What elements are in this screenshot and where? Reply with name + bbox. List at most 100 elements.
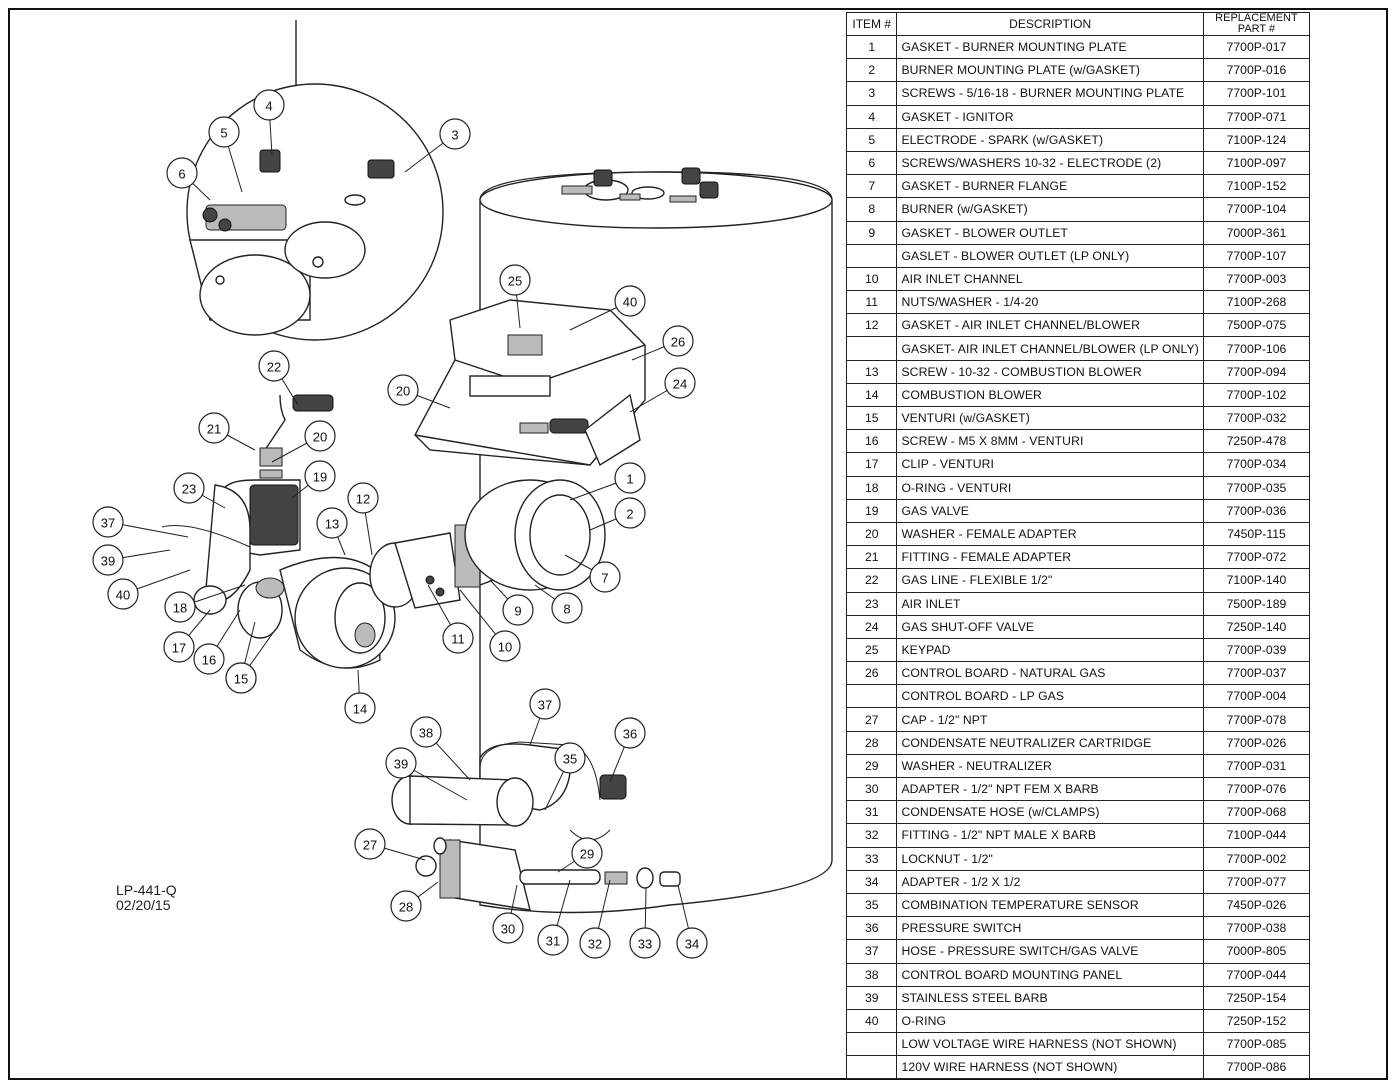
callout-bubble (208, 116, 240, 148)
cell-item: 19 (845, 498, 898, 523)
callout-23: 23 (173, 472, 226, 509)
table-row: LOW VOLTAGE WIRE HARNESS (NOT SHOWN)7700… (845, 1032, 1311, 1057)
callout-number: 24 (673, 377, 687, 392)
callout-number: 39 (101, 554, 115, 569)
callout-number: 14 (353, 702, 367, 717)
callout-4: 4 (253, 89, 285, 156)
blower-burner-assembly (237, 479, 606, 669)
callout-22: 22 (258, 350, 299, 406)
cell-part-number: 7700P-004 (1202, 684, 1311, 709)
cell-item: 20 (845, 521, 898, 547)
callout-bubble (173, 472, 205, 504)
cell-part-number: 7100P-124 (1202, 127, 1311, 152)
cell-part-number: 7450P-115 (1202, 521, 1311, 547)
callout-number: 20 (396, 384, 410, 399)
callout-bubble (629, 927, 661, 959)
cell-item: 7 (845, 174, 898, 199)
cell-description: SCREWS/WASHERS 10-32 - ELECTRODE (2) (896, 150, 1204, 176)
callout-number: 6 (178, 167, 185, 182)
callout-8: 8 (534, 584, 583, 624)
cell-item: 6 (845, 150, 898, 176)
callout-19: 19 (291, 460, 336, 499)
cell-description: O-RING (896, 1008, 1204, 1034)
callout-bubble (662, 325, 694, 357)
cell-description: BURNER MOUNTING PLATE (w/GASKET) (896, 58, 1204, 83)
cell-item: 12 (845, 313, 898, 338)
cell-part-number: 7700P-036 (1202, 498, 1311, 523)
cell-part-number: 7100P-268 (1202, 290, 1311, 315)
cell-item: 3 (845, 81, 898, 106)
callout-1: 1 (569, 462, 646, 501)
callout-number: 26 (671, 335, 685, 350)
callout-number: 38 (419, 726, 433, 741)
callout-number: 16 (202, 653, 216, 668)
callout-bubble (614, 497, 646, 529)
cell-description: SCREWS - 5/16-18 - BURNER MOUNTING PLATE (896, 81, 1204, 106)
callout-11: 11 (427, 584, 474, 654)
callout-number: 35 (563, 752, 577, 767)
cell-part-number: 7700P-003 (1202, 266, 1311, 292)
cell-part-number: 7700P-068 (1202, 800, 1311, 825)
cell-part-number: 7700P-078 (1202, 707, 1311, 732)
cell-part-number: 7250P-140 (1202, 614, 1311, 639)
gas-valve-assembly (161, 394, 334, 615)
callout-bubble (225, 662, 257, 694)
callout-bubble (92, 544, 124, 576)
cell-part-number: 7250P-152 (1202, 1008, 1311, 1034)
callout-number: 32 (588, 937, 602, 952)
cell-description: HOSE - PRESSURE SWITCH/GAS VALVE (896, 939, 1204, 964)
callout-bubble (385, 747, 417, 779)
cell-description: PRESSURE SWITCH (896, 916, 1204, 941)
parts-table-header: ITEM # DESCRIPTION REPLACEMENT PART # (845, 12, 1311, 36)
cell-part-number: 7700P-031 (1202, 753, 1311, 779)
header-description: DESCRIPTION (896, 12, 1204, 36)
cell-part-number: 7700P-086 (1202, 1055, 1311, 1080)
cell-description: GAS LINE - FLEXIBLE 1/2" (896, 568, 1204, 593)
callout-bubble (589, 561, 621, 593)
callout-39: 39 (92, 544, 171, 576)
cell-description: CLIP - VENTURI (896, 452, 1204, 477)
cell-description: KEYPAD (896, 637, 1204, 663)
cell-item: 30 (845, 776, 898, 802)
callout-number: 39 (394, 757, 408, 772)
callout-bubble (571, 837, 603, 869)
callout-30: 30 (492, 884, 524, 944)
cell-part-number: 7250P-154 (1202, 985, 1311, 1010)
control-board-assembly (414, 299, 646, 467)
callout-bubble (614, 285, 646, 317)
cell-part-number: 7700P-102 (1202, 382, 1311, 408)
callout-bubble (529, 688, 561, 720)
callout-bubble (304, 460, 336, 492)
callout-layer: 1234567891011121314151516171819202021222… (92, 89, 708, 959)
cell-part-number: 7700P-037 (1202, 661, 1311, 686)
callout-5: 5 (208, 116, 243, 193)
callout-number: 13 (325, 517, 339, 532)
cell-part-number: 7700P-035 (1202, 475, 1311, 500)
callout-number: 23 (182, 482, 196, 497)
callout-bubble (442, 622, 474, 654)
callout-number: 28 (399, 900, 413, 915)
callout-14: 14 (344, 669, 376, 724)
callout-40: 40 (107, 569, 191, 610)
cell-item: 4 (845, 104, 898, 129)
cell-item: 39 (845, 985, 898, 1010)
cell-description: COMBINATION TEMPERATURE SENSOR (896, 892, 1204, 918)
cell-part-number: 7700P-016 (1202, 58, 1311, 83)
cell-description: GASKET - BLOWER OUTLET (896, 220, 1204, 245)
